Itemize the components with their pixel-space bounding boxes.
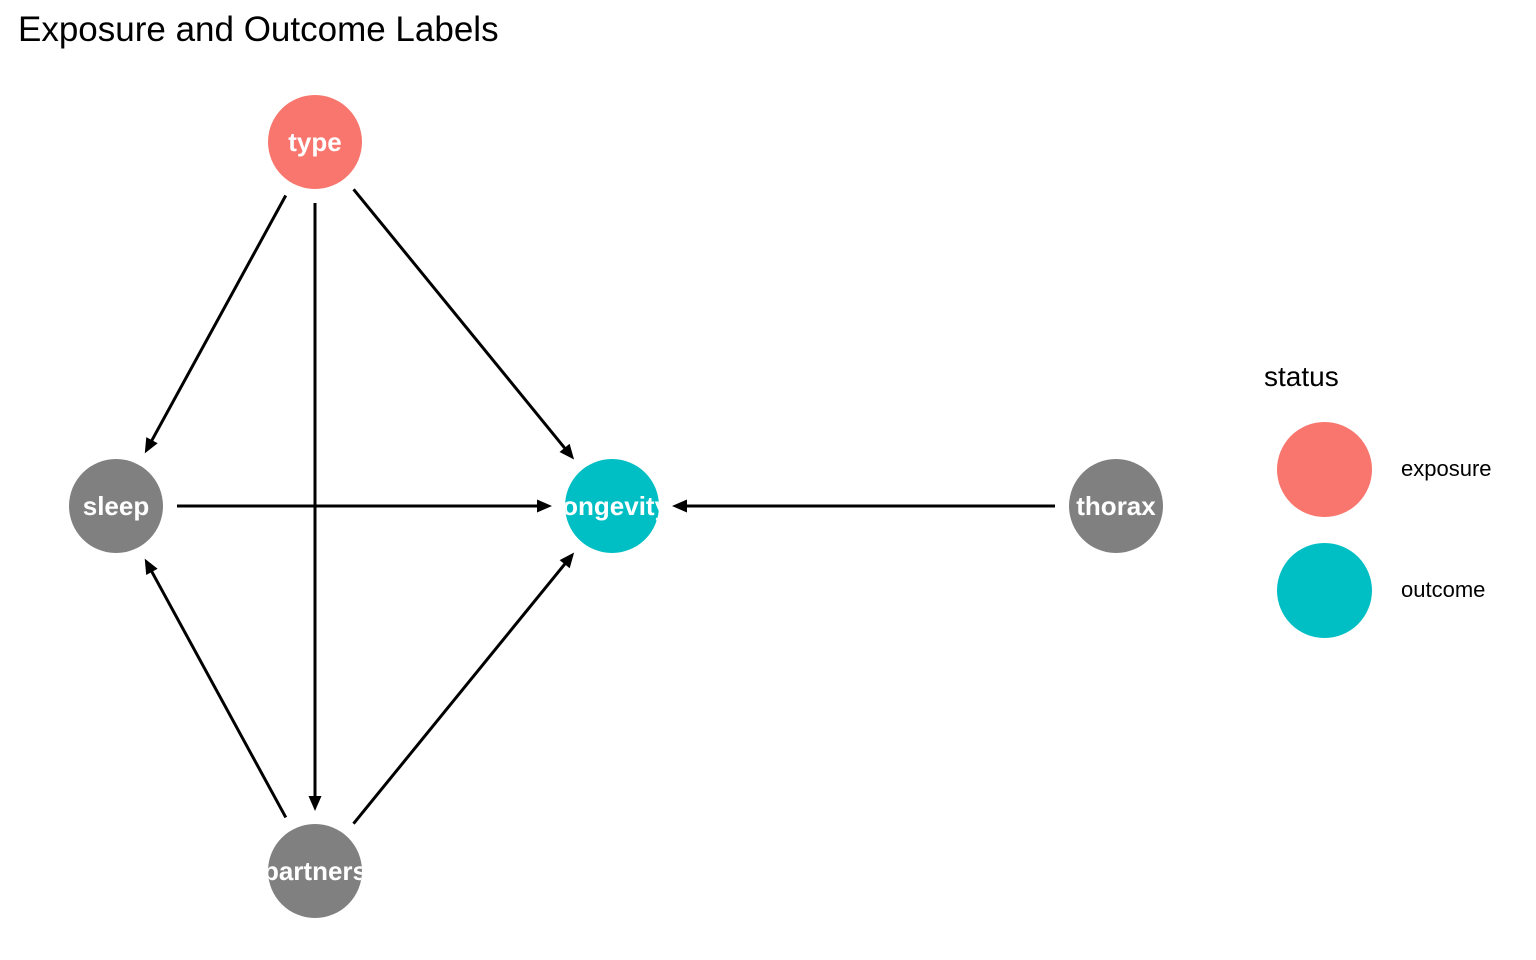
node-thorax: thorax xyxy=(1069,459,1163,553)
plot-title: Exposure and Outcome Labels xyxy=(18,10,499,49)
legend-title: status xyxy=(1264,361,1339,392)
node-circle xyxy=(565,459,659,553)
node-partners: partners xyxy=(263,824,367,918)
edge-type-to-sleep xyxy=(144,194,288,454)
edge-line xyxy=(352,559,569,825)
node-circle xyxy=(69,459,163,553)
arrowhead xyxy=(672,499,687,513)
legend-key-outcome xyxy=(1277,543,1372,638)
node-label: sleep xyxy=(83,491,150,521)
edge-type-to-longevity xyxy=(352,188,575,460)
node-sleep: sleep xyxy=(69,459,163,553)
legend-label-exposure: exposure xyxy=(1401,456,1492,481)
legend-key-exposure xyxy=(1277,422,1372,517)
edges-layer xyxy=(144,188,1055,825)
node-label: partners xyxy=(263,856,367,886)
edge-partners-to-longevity xyxy=(352,552,575,825)
edge-sleep-to-longevity xyxy=(177,499,552,513)
arrowhead xyxy=(308,796,322,811)
arrowhead xyxy=(144,558,158,575)
edge-partners-to-sleep xyxy=(144,558,288,819)
arrowhead xyxy=(559,443,575,460)
edge-line xyxy=(352,188,569,453)
nodes-layer: type sleep longevity thorax partners xyxy=(69,95,1163,918)
node-longevity: longevity xyxy=(555,459,670,553)
arrowhead xyxy=(537,499,552,513)
arrowhead xyxy=(144,437,158,454)
node-type: type xyxy=(268,95,362,189)
edge-line xyxy=(148,194,288,446)
node-circle xyxy=(1069,459,1163,553)
node-label: longevity xyxy=(555,491,670,521)
edge-type-to-partners xyxy=(308,203,322,811)
node-label: thorax xyxy=(1076,491,1156,521)
legend-label-outcome: outcome xyxy=(1401,577,1486,602)
edge-thorax-to-longevity xyxy=(672,499,1055,513)
node-circle xyxy=(268,95,362,189)
arrowhead xyxy=(559,552,575,569)
node-circle xyxy=(268,824,362,918)
edge-line xyxy=(148,566,288,819)
node-label: type xyxy=(288,127,341,157)
